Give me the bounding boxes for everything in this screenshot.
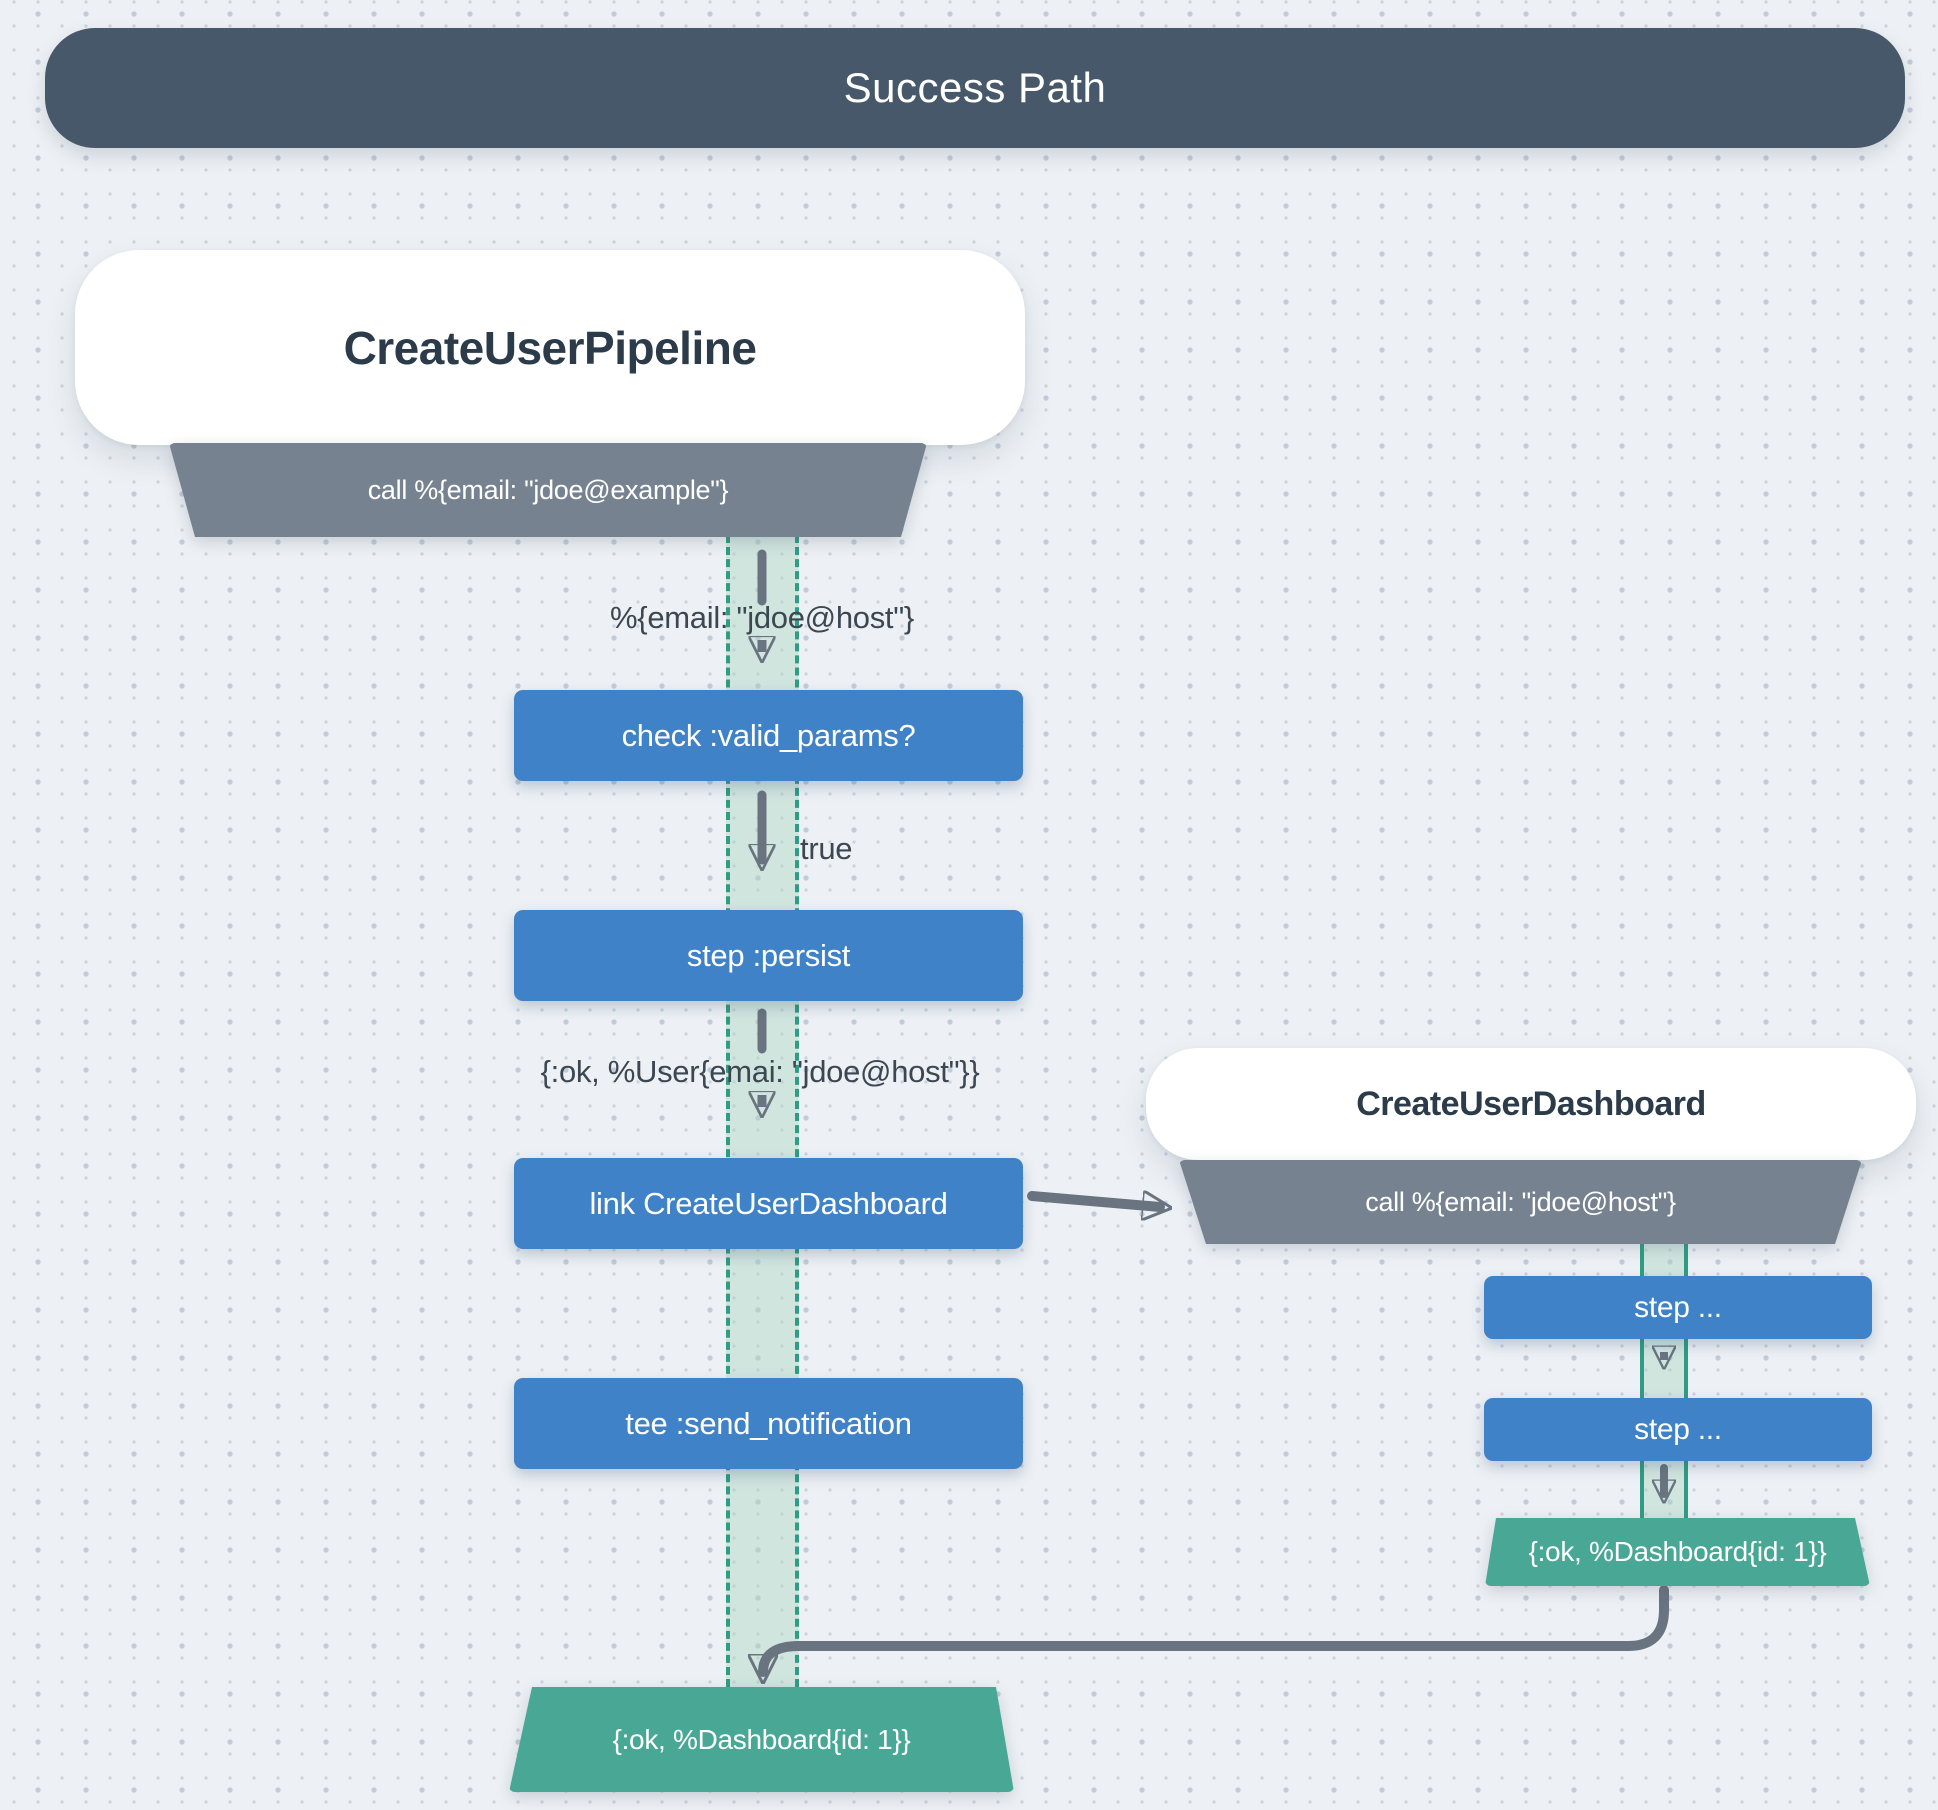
call-input-label-main: call %{email: "jdoe@example"} — [367, 474, 729, 505]
pipeline-card-dashboard: CreateUserDashboard — [1146, 1048, 1916, 1160]
node-label: tee :send_notification — [625, 1405, 912, 1441]
edge-label-true: true — [800, 831, 853, 866]
node-link-dashboard: link CreateUserDashboard — [514, 1158, 1023, 1249]
call-input-label-dashboard: call %{email: "jdoe@host"} — [1365, 1186, 1676, 1217]
connector-dashboard-return — [763, 1585, 1669, 1672]
node-label: check :valid_params? — [621, 717, 916, 753]
node-step-1: step ... — [1484, 1276, 1872, 1339]
edge-label-persist-result: {:ok, %User{emai: "jdoe@host"}} — [540, 1054, 980, 1089]
pipeline-title-main: CreateUserPipeline — [343, 321, 757, 374]
output-label-dashboard: {:ok, %Dashboard{id: 1}} — [1528, 1536, 1827, 1567]
node-step-2: step ... — [1484, 1398, 1872, 1461]
call-trapezoid-main: call %{email: "jdoe@example"} — [169, 443, 927, 537]
node-label: step :persist — [686, 937, 851, 973]
call-trapezoid-dashboard: call %{email: "jdoe@host"} — [1179, 1160, 1862, 1244]
node-label: link CreateUserDashboard — [589, 1185, 948, 1221]
diagram-header: Success Path — [45, 28, 1905, 148]
node-label: step ... — [1634, 1290, 1722, 1324]
pipeline-card-main: CreateUserPipeline — [75, 250, 1025, 445]
arrow-link-to-dashboard — [1027, 1196, 1160, 1207]
node-tee-send-notification: tee :send_notification — [514, 1378, 1023, 1469]
output-trapezoid-main: {:ok, %Dashboard{id: 1}} — [509, 1687, 1014, 1792]
node-check-valid-params: check :valid_params? — [514, 690, 1023, 781]
node-label: step ... — [1634, 1412, 1722, 1446]
node-step-persist: step :persist — [514, 910, 1023, 1001]
edge-label-input: %{email: "jdoe@host"} — [610, 600, 914, 635]
output-trapezoid-dashboard: {:ok, %Dashboard{id: 1}} — [1485, 1518, 1870, 1586]
diagram-title: Success Path — [843, 64, 1107, 111]
pipeline-title-dashboard: CreateUserDashboard — [1356, 1084, 1706, 1123]
output-label-main: {:ok, %Dashboard{id: 1}} — [612, 1723, 911, 1755]
